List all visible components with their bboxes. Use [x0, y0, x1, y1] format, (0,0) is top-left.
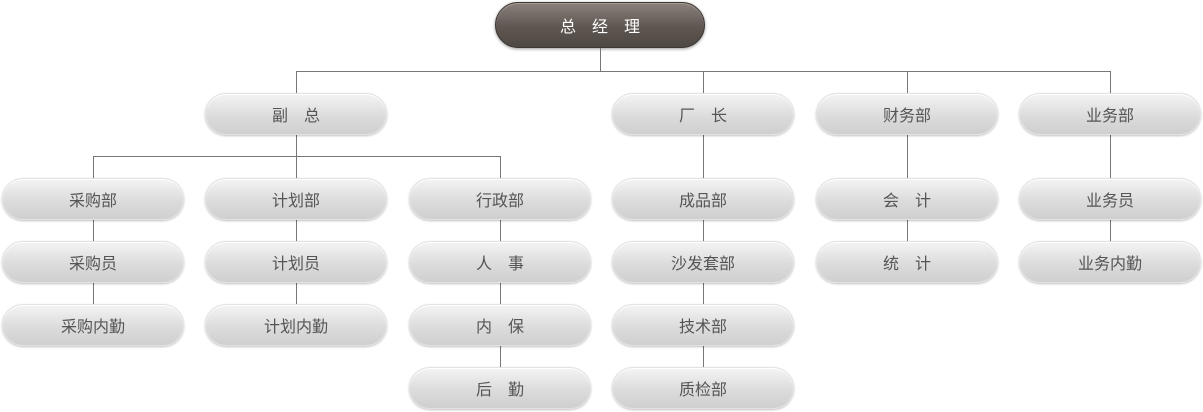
org-node[interactable]: 后 勤	[409, 367, 591, 409]
org-node[interactable]: 内 保	[409, 304, 591, 346]
connector-line	[93, 283, 94, 304]
connector-line	[500, 220, 501, 241]
org-node[interactable]: 会 计	[816, 178, 998, 220]
connector-line	[500, 156, 501, 178]
org-node[interactable]: 采购员	[2, 241, 184, 283]
connector-line	[1110, 220, 1111, 241]
connector-line	[703, 71, 704, 93]
org-node[interactable]: 财务部	[816, 93, 998, 135]
org-node[interactable]: 人 事	[409, 241, 591, 283]
org-node[interactable]: 业务员	[1019, 178, 1201, 220]
org-node[interactable]: 质检部	[612, 367, 794, 409]
org-node[interactable]: 计划员	[205, 241, 387, 283]
org-node[interactable]: 业务内勤	[1019, 241, 1201, 283]
connector-line	[703, 283, 704, 304]
connector-line	[93, 156, 501, 157]
connector-line	[703, 346, 704, 367]
connector-line	[296, 135, 297, 156]
connector-line	[907, 71, 908, 93]
org-node[interactable]: 厂 长	[612, 93, 794, 135]
org-node[interactable]: 采购部	[2, 178, 184, 220]
connector-line	[907, 220, 908, 241]
connector-line	[907, 135, 908, 178]
org-node[interactable]: 沙发套部	[612, 241, 794, 283]
org-node[interactable]: 业务部	[1019, 93, 1201, 135]
org-node[interactable]: 成品部	[612, 178, 794, 220]
org-node[interactable]: 技术部	[612, 304, 794, 346]
org-node[interactable]: 计划部	[205, 178, 387, 220]
connector-line	[703, 135, 704, 178]
connector-line	[1110, 71, 1111, 93]
connector-line	[93, 156, 94, 178]
org-node[interactable]: 采购内勤	[2, 304, 184, 346]
node-general-manager[interactable]: 总 经 理	[495, 2, 705, 48]
connector-line	[600, 48, 601, 71]
connector-line	[1110, 135, 1111, 178]
connector-line	[296, 220, 297, 241]
org-node[interactable]: 计划内勤	[205, 304, 387, 346]
org-node[interactable]: 副 总	[205, 93, 387, 135]
connector-line	[93, 220, 94, 241]
connector-line	[703, 220, 704, 241]
connector-line	[500, 346, 501, 367]
connector-line	[296, 156, 297, 178]
org-node[interactable]: 统 计	[816, 241, 998, 283]
connector-line	[296, 71, 297, 93]
connector-line	[500, 283, 501, 304]
connector-line	[296, 283, 297, 304]
org-node[interactable]: 行政部	[409, 178, 591, 220]
